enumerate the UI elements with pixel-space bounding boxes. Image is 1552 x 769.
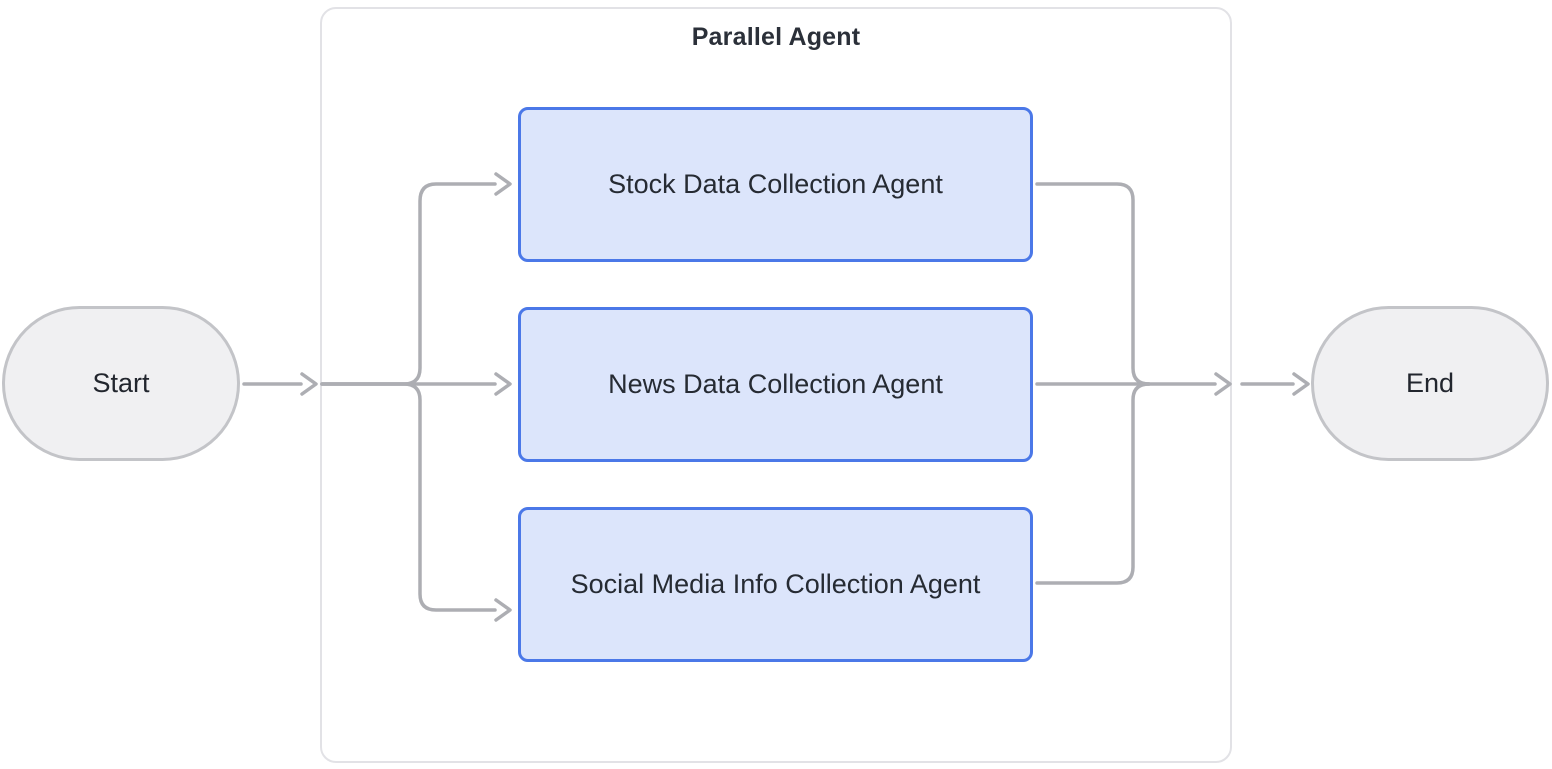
node-social-media-info-collection-agent: Social Media Info Collection Agent xyxy=(518,507,1033,662)
node-news-data-collection-agent-label: News Data Collection Agent xyxy=(608,369,943,399)
node-start-label: Start xyxy=(92,368,150,398)
parallel-agent-group-title: Parallel Agent xyxy=(691,23,861,51)
node-end-label: End xyxy=(1405,368,1455,398)
node-stock-data-collection-agent: Stock Data Collection Agent xyxy=(518,107,1033,262)
node-social-media-info-collection-agent-label: Social Media Info Collection Agent xyxy=(570,569,981,599)
node-stock-data-collection-agent-label: Stock Data Collection Agent xyxy=(608,169,943,199)
node-news-data-collection-agent: News Data Collection Agent xyxy=(518,307,1033,462)
node-start: Start xyxy=(2,306,240,461)
node-end: End xyxy=(1311,306,1549,461)
